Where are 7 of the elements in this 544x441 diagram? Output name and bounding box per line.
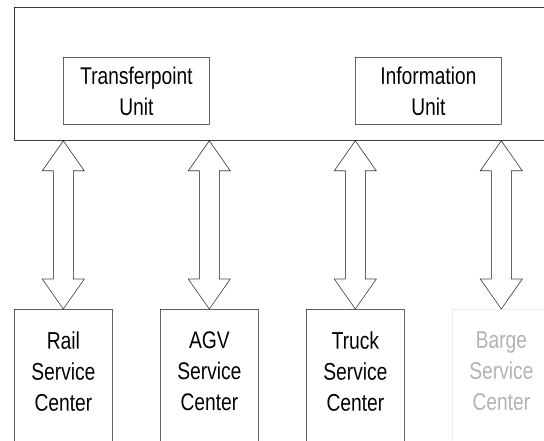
container-box (14, 7, 544, 141)
service-center-box: Rail Service Center (14, 309, 113, 441)
unit-box: Transferpoint Unit (63, 57, 210, 125)
unit-box: Information Unit (355, 57, 502, 125)
service-center-box: AGV Service Center (160, 309, 259, 441)
service-center-box: Truck Service Center (306, 309, 405, 441)
service-center-box: Barge Service Center (452, 309, 544, 441)
